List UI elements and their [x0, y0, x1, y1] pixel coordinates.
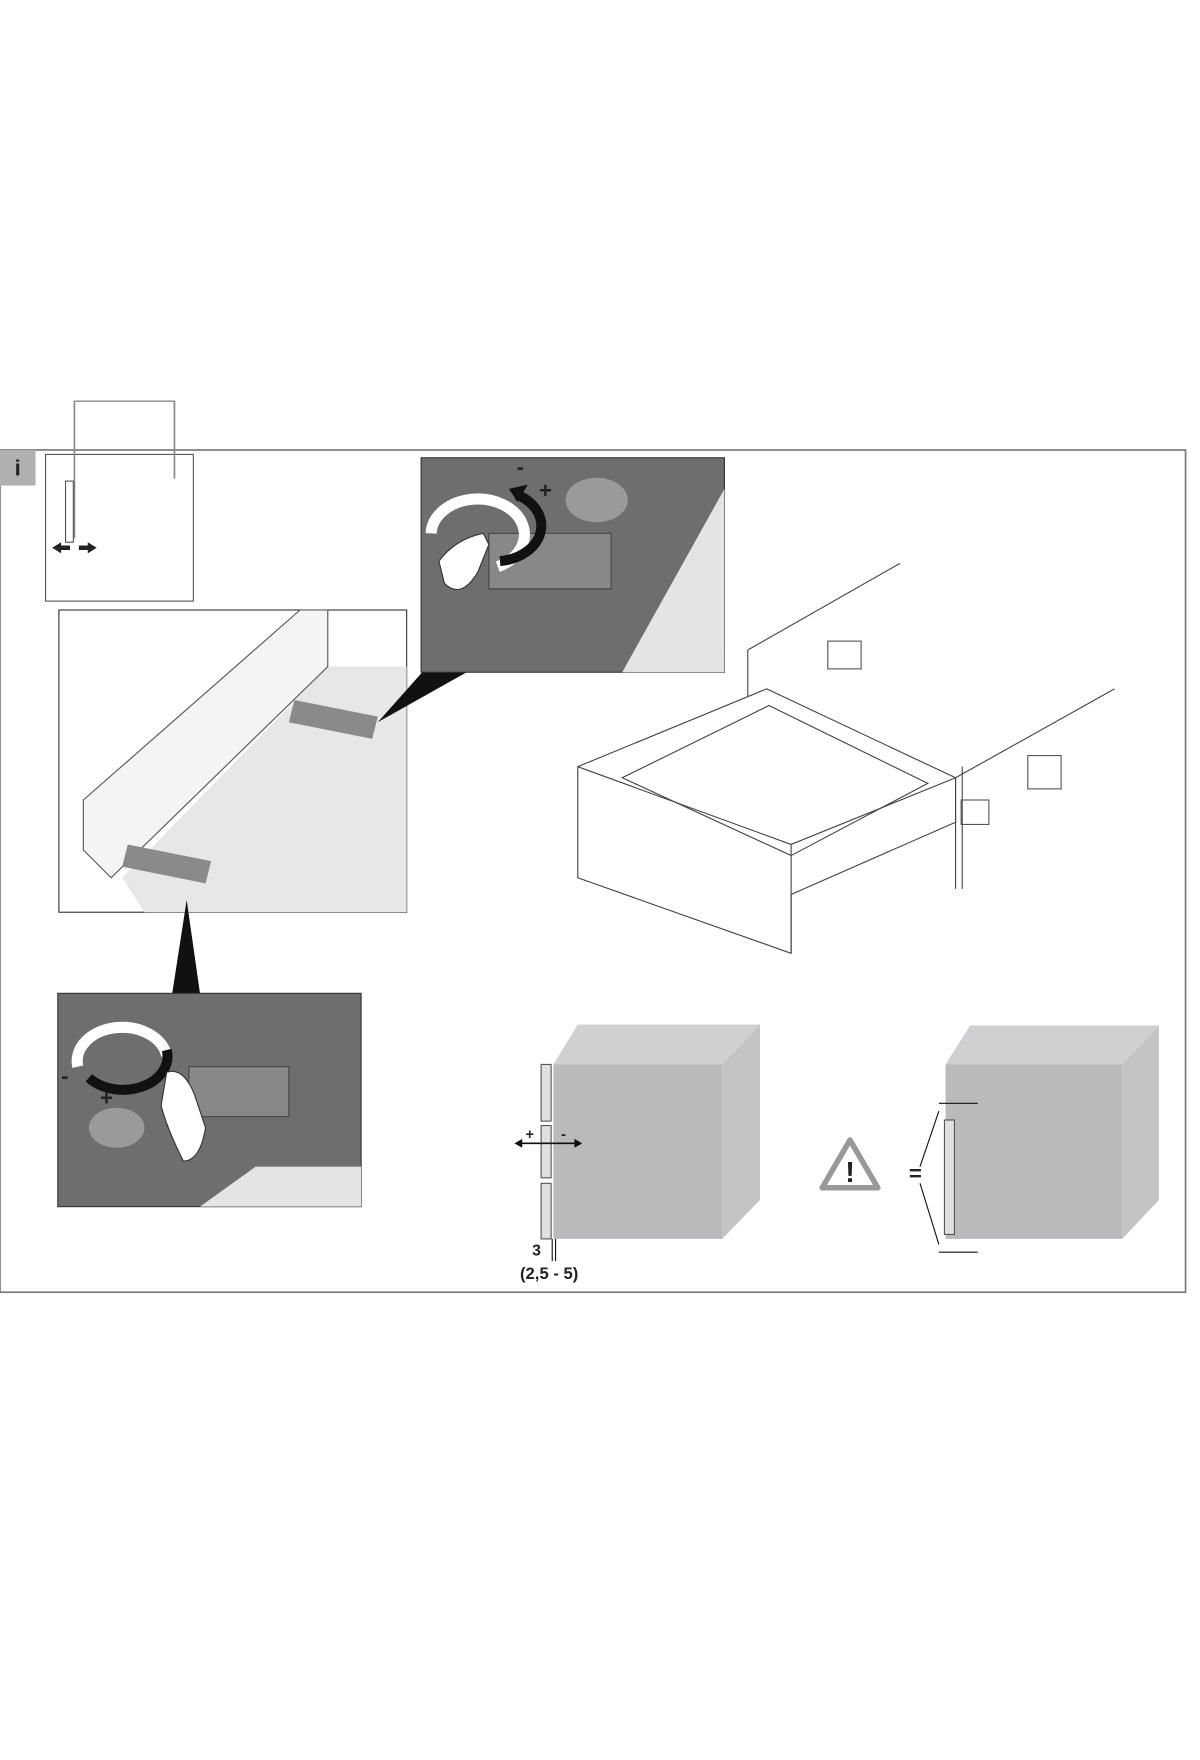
- minus-label: -: [561, 1127, 566, 1143]
- instruction-frame: [0, 449, 1187, 1294]
- drawer-cabinet-drawing: [577, 562, 1115, 955]
- gap-range: (2,5 - 5): [520, 1264, 578, 1283]
- warning-icon: !: [819, 1137, 881, 1191]
- plus-label: +: [100, 1086, 113, 1111]
- bottom-adjust-detail: - +: [57, 992, 362, 1208]
- equal-label: =: [909, 1161, 922, 1186]
- equal-gap-diagram: =: [909, 1025, 1159, 1253]
- top-adjust-detail: - +: [420, 454, 725, 673]
- minus-label: -: [61, 1063, 68, 1088]
- rotate-arrow-icon: [71, 1021, 173, 1068]
- callout-wedge-top: [377, 672, 467, 723]
- front-gap-adjust-diagram: + - 3 (2,5 - 5): [514, 1024, 760, 1283]
- drawer-interior-view: [58, 609, 408, 913]
- plus-label: +: [539, 478, 552, 503]
- info-tab: [0, 450, 36, 486]
- minus-label: -: [517, 454, 524, 479]
- gap-value: 3: [532, 1243, 541, 1260]
- hand-icon: [160, 1070, 207, 1162]
- gap-schematic: [45, 400, 194, 602]
- warning-symbol: !: [845, 1157, 855, 1189]
- info-tab-label: i: [15, 456, 21, 481]
- plus-label: +: [526, 1127, 534, 1143]
- hand-icon: [438, 532, 490, 591]
- arrow-right-icon: [78, 542, 97, 554]
- callout-wedge-bottom: [172, 900, 200, 994]
